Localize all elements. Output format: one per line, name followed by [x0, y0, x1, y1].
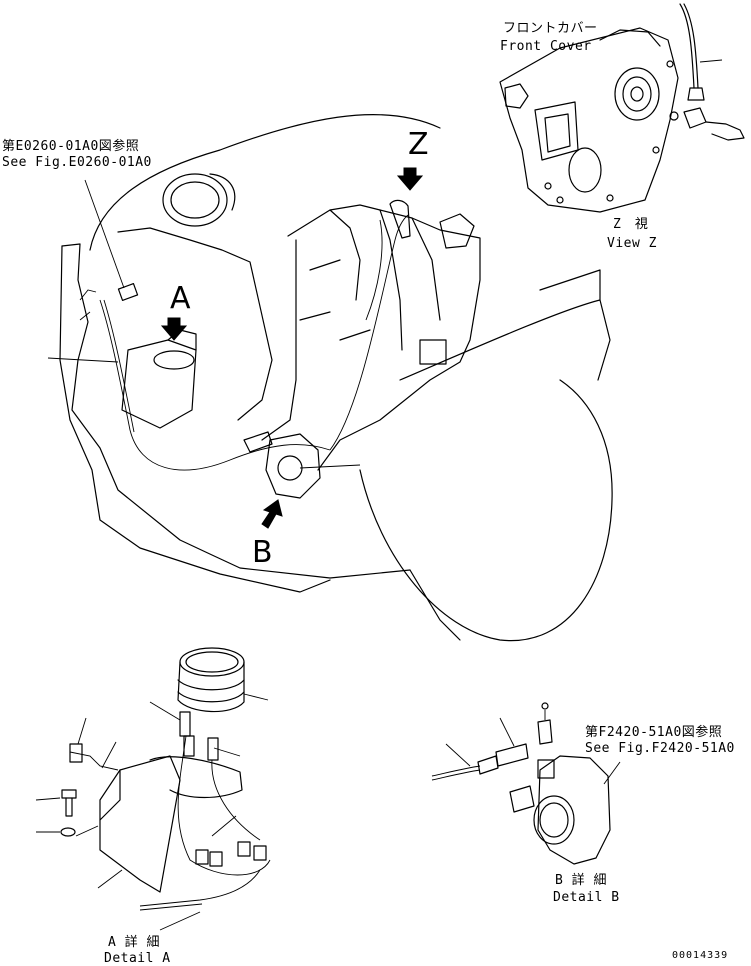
detail-b-label-jp: B 詳 細 [555, 873, 607, 888]
detail-a-marker: A [170, 281, 191, 316]
front-cover-label-jp: フロントカバー [503, 21, 598, 36]
ref-fig-a-label-en: See Fig.E0260-01A0 [2, 155, 152, 170]
view-z-marker: Z [408, 127, 429, 162]
detail-b-label-en: Detail B [553, 890, 620, 905]
drawing-number: 00014339 [672, 950, 729, 961]
ref-fig-a-label-jp: 第E0260-01A0図参照 [2, 139, 140, 154]
detail-a-label-jp: A 詳 細 [108, 935, 160, 950]
view-z-label-jp: Z 視 [613, 217, 649, 232]
detail-b-drawing [431, 702, 621, 865]
detail-a-drawing [35, 647, 271, 931]
main-assembly-drawing [47, 114, 613, 642]
view-z-label-en: View Z [607, 236, 657, 251]
detail-a-label-en: Detail A [104, 951, 171, 966]
detail-b-marker: B [252, 535, 273, 570]
ref-fig-b-label-jp: 第F2420-51A0図参照 [585, 725, 723, 740]
front-cover-drawing [499, 3, 745, 213]
front-cover-label-en: Front Cover [500, 39, 592, 54]
ref-fig-b-label-en: See Fig.F2420-51A0 [585, 741, 735, 756]
